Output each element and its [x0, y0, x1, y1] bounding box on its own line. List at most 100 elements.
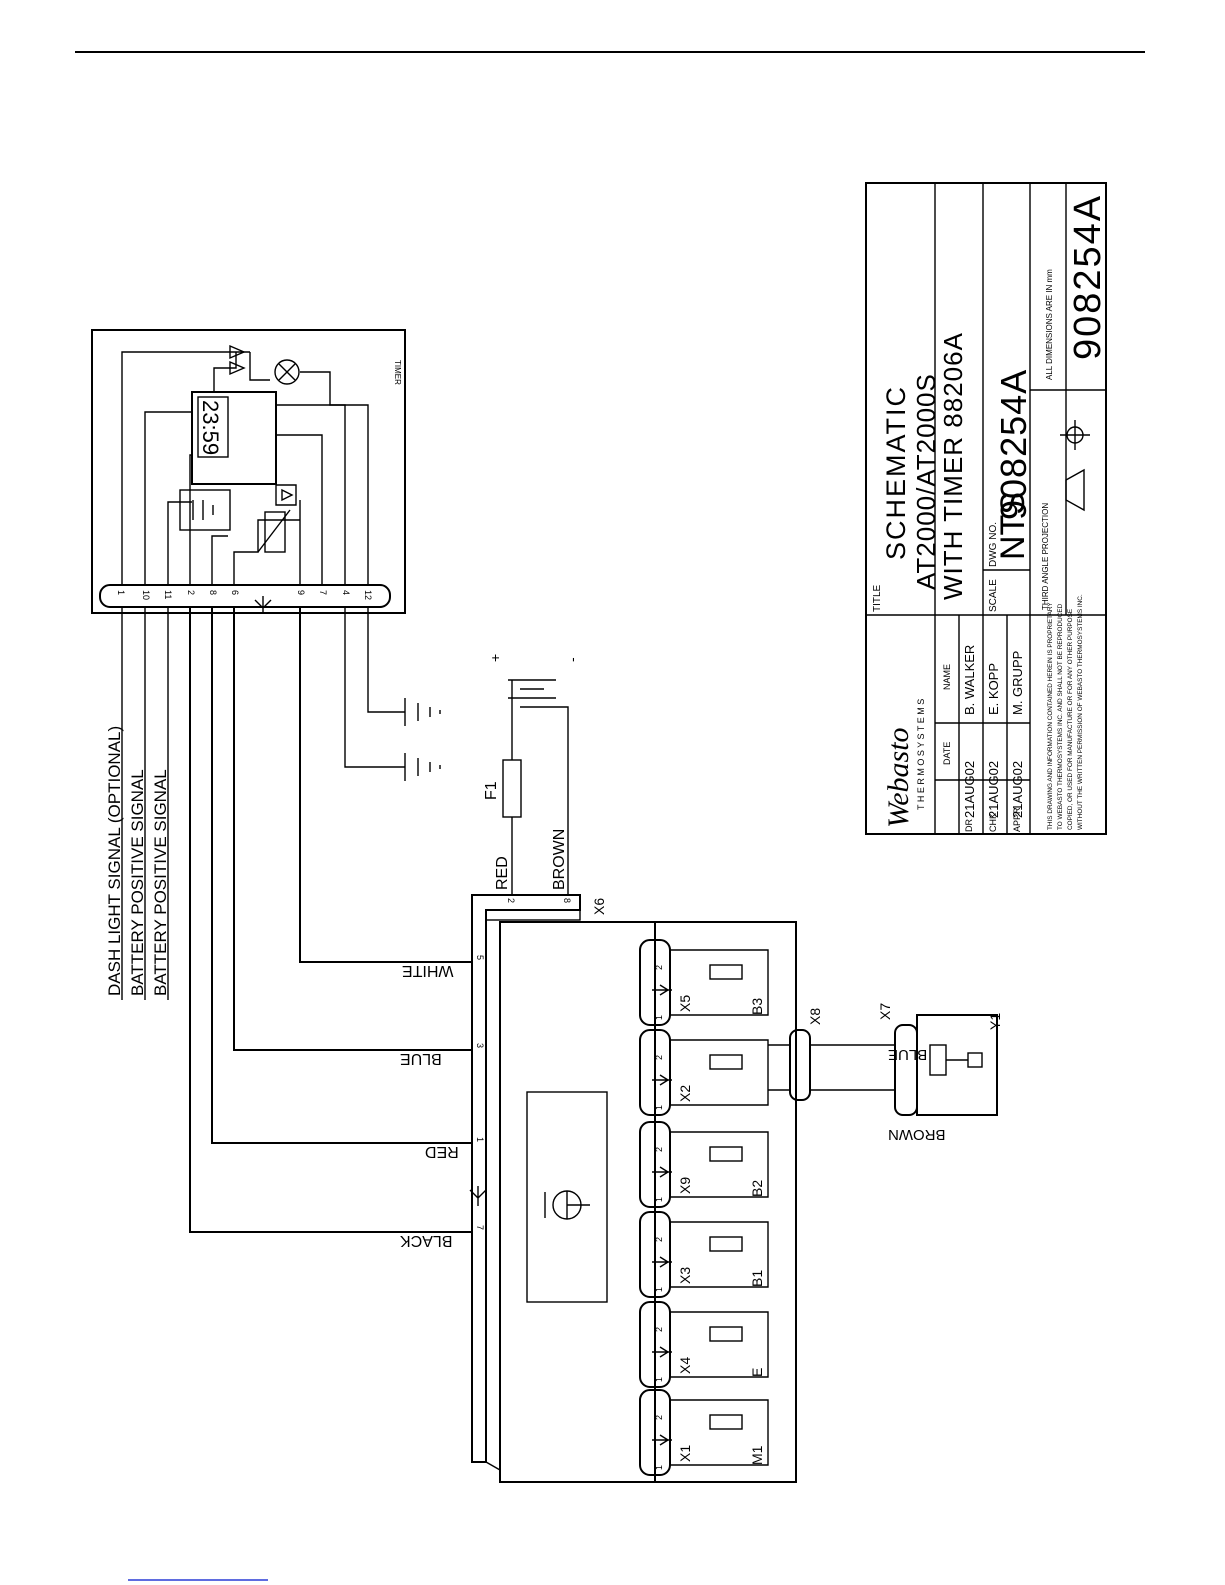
wire-black	[189, 607, 472, 1233]
timer-pin-9: 9	[296, 590, 306, 595]
title-label: TITLE	[872, 584, 883, 612]
timer-pin-6: 6	[230, 590, 240, 595]
timer-relay-icon	[179, 489, 231, 531]
scale-value: NTS	[994, 492, 1032, 560]
pin-arrow-icon	[652, 984, 672, 996]
timer-pin-strip	[99, 584, 391, 608]
date-header: DATE	[942, 742, 952, 765]
pin-1-label: 1	[654, 1015, 664, 1020]
wire-white-label: WHITE	[402, 962, 454, 979]
valve-circuit: X8 BLUE BROWN X7 Y1	[768, 1003, 1003, 1143]
signal-wires: DASH LIGHT SIGNAL (OPTIONAL) BATTERY POS…	[105, 607, 170, 1000]
connector-x1	[639, 1389, 671, 1476]
row-dr-role: DR	[964, 819, 974, 832]
ground-symbols	[344, 607, 441, 781]
fuse-icon	[502, 759, 522, 818]
timer-unit: TIMER 1 10 11 2 8 6 9 7 4 12 23:59	[91, 329, 406, 614]
connector-x3	[639, 1211, 671, 1298]
wire-blue-y1-label: BLUE	[888, 1046, 927, 1063]
y1-box	[916, 1014, 998, 1116]
pin-2-label: 2	[654, 1055, 664, 1060]
heater-unit: 2 8 X6	[471, 894, 797, 1483]
x6-pin-8: 8	[562, 898, 572, 903]
row-appr-role: APPR	[1012, 807, 1022, 832]
pin-1-label: 1	[654, 1377, 664, 1382]
part-label: B3	[749, 998, 765, 1015]
wire-blue-label: BLUE	[400, 1050, 442, 1067]
power-supply: F1 + - RED BROWN	[483, 654, 580, 895]
row-appr-date: 21AUG02	[1010, 761, 1025, 818]
connector-label: X9	[677, 1177, 693, 1194]
connector-label: X2	[677, 1085, 693, 1102]
proprietary-line-1: THIS DRAWING AND INFORMATION CONTAINED H…	[1047, 602, 1054, 830]
timer-lamp-icon	[274, 359, 300, 385]
proprietary-line-3: COPIED, OR USED FOR MANUFACTURE OR FOR A…	[1067, 609, 1074, 830]
part-label: E	[749, 1368, 765, 1377]
x6-label: X6	[591, 898, 607, 915]
timer-pin-8: 8	[208, 590, 218, 595]
timer-led-icon	[275, 484, 297, 506]
component-glyph-icon	[709, 1414, 743, 1430]
timer-pin-arrow-icon	[254, 596, 272, 614]
wire-white	[299, 607, 472, 963]
row-appr-name: M. GRUPP	[1010, 651, 1025, 715]
name-header: NAME	[942, 664, 952, 690]
y1-label: Y1	[987, 1013, 1003, 1030]
x8-connector	[789, 1029, 811, 1101]
timer-display: 23:59	[198, 400, 223, 455]
pin-arrow-icon	[652, 1256, 672, 1268]
projection-cone-icon	[1065, 468, 1085, 512]
component-glyph-icon	[709, 1054, 743, 1070]
row-chk-date: 21AUG02	[986, 761, 1001, 818]
x7-label: X7	[877, 1003, 893, 1020]
component-glyph-icon	[709, 964, 743, 980]
timer-pin-11: 11	[163, 590, 173, 599]
component-glyph-icon	[709, 1236, 743, 1252]
signal-battery-positive-1: BATTERY POSITIVE SIGNAL	[128, 769, 147, 996]
pin-2-label: 2	[654, 965, 664, 970]
title-line-1: SCHEMATIC	[881, 385, 911, 560]
pin-arrow-icon	[652, 1074, 672, 1086]
title-line-3: WITH TIMER 88206A	[938, 332, 968, 600]
wire-red-fuse-label: RED	[494, 856, 511, 890]
projection-label: THIRD ANGLE PROJECTION	[1041, 503, 1050, 610]
company-logo: Webasto	[882, 727, 915, 828]
harness-pin-5: 5	[475, 955, 485, 960]
timer-resistor-icon	[264, 511, 286, 553]
connector-label: X1	[677, 1445, 693, 1462]
row-dr-name: B. WALKER	[962, 645, 977, 715]
pin-2-label: 2	[654, 1415, 664, 1420]
connector-x5	[639, 939, 671, 1026]
pin-1-label: 1	[654, 1197, 664, 1202]
timer-pin-12: 12	[363, 590, 373, 600]
pin-2-label: 2	[654, 1327, 664, 1332]
wire-red-label: RED	[425, 1143, 459, 1160]
pin-1-label: 1	[654, 1287, 664, 1292]
dwg-number-box: 908254A	[1067, 194, 1109, 360]
ecu-box	[526, 1091, 608, 1303]
title-line-2: AT2000/AT2000S	[911, 373, 941, 590]
component-glyph-icon	[709, 1146, 743, 1162]
signal-dash-light: DASH LIGHT SIGNAL (OPTIONAL)	[105, 726, 124, 996]
proprietary-line-2: TO WEBASTO THERMOSYSTEMS INC. AND SHALL …	[1057, 603, 1064, 830]
wire-blue	[233, 607, 472, 1051]
connector-x2	[639, 1029, 671, 1116]
pin-2-label: 2	[654, 1147, 664, 1152]
connector-x4	[639, 1301, 671, 1388]
company-sub: T H E R M O S Y S T E M S	[916, 699, 926, 810]
dimensions-note: ALL DIMENSIONS ARE IN mm	[1045, 269, 1054, 380]
pin-2-label: 2	[654, 1237, 664, 1242]
timer-pin-1: 1	[116, 590, 126, 595]
harness-wires: WHITE BLUE RED BLACK 5 3 1 7	[189, 607, 487, 1249]
wire-red	[211, 607, 472, 1144]
wire-brown-label: BROWN	[551, 829, 568, 890]
x8-label: X8	[807, 1008, 823, 1025]
row-dr-date: 21AUG02	[962, 761, 977, 818]
pin-arrow-icon	[652, 1434, 672, 1446]
